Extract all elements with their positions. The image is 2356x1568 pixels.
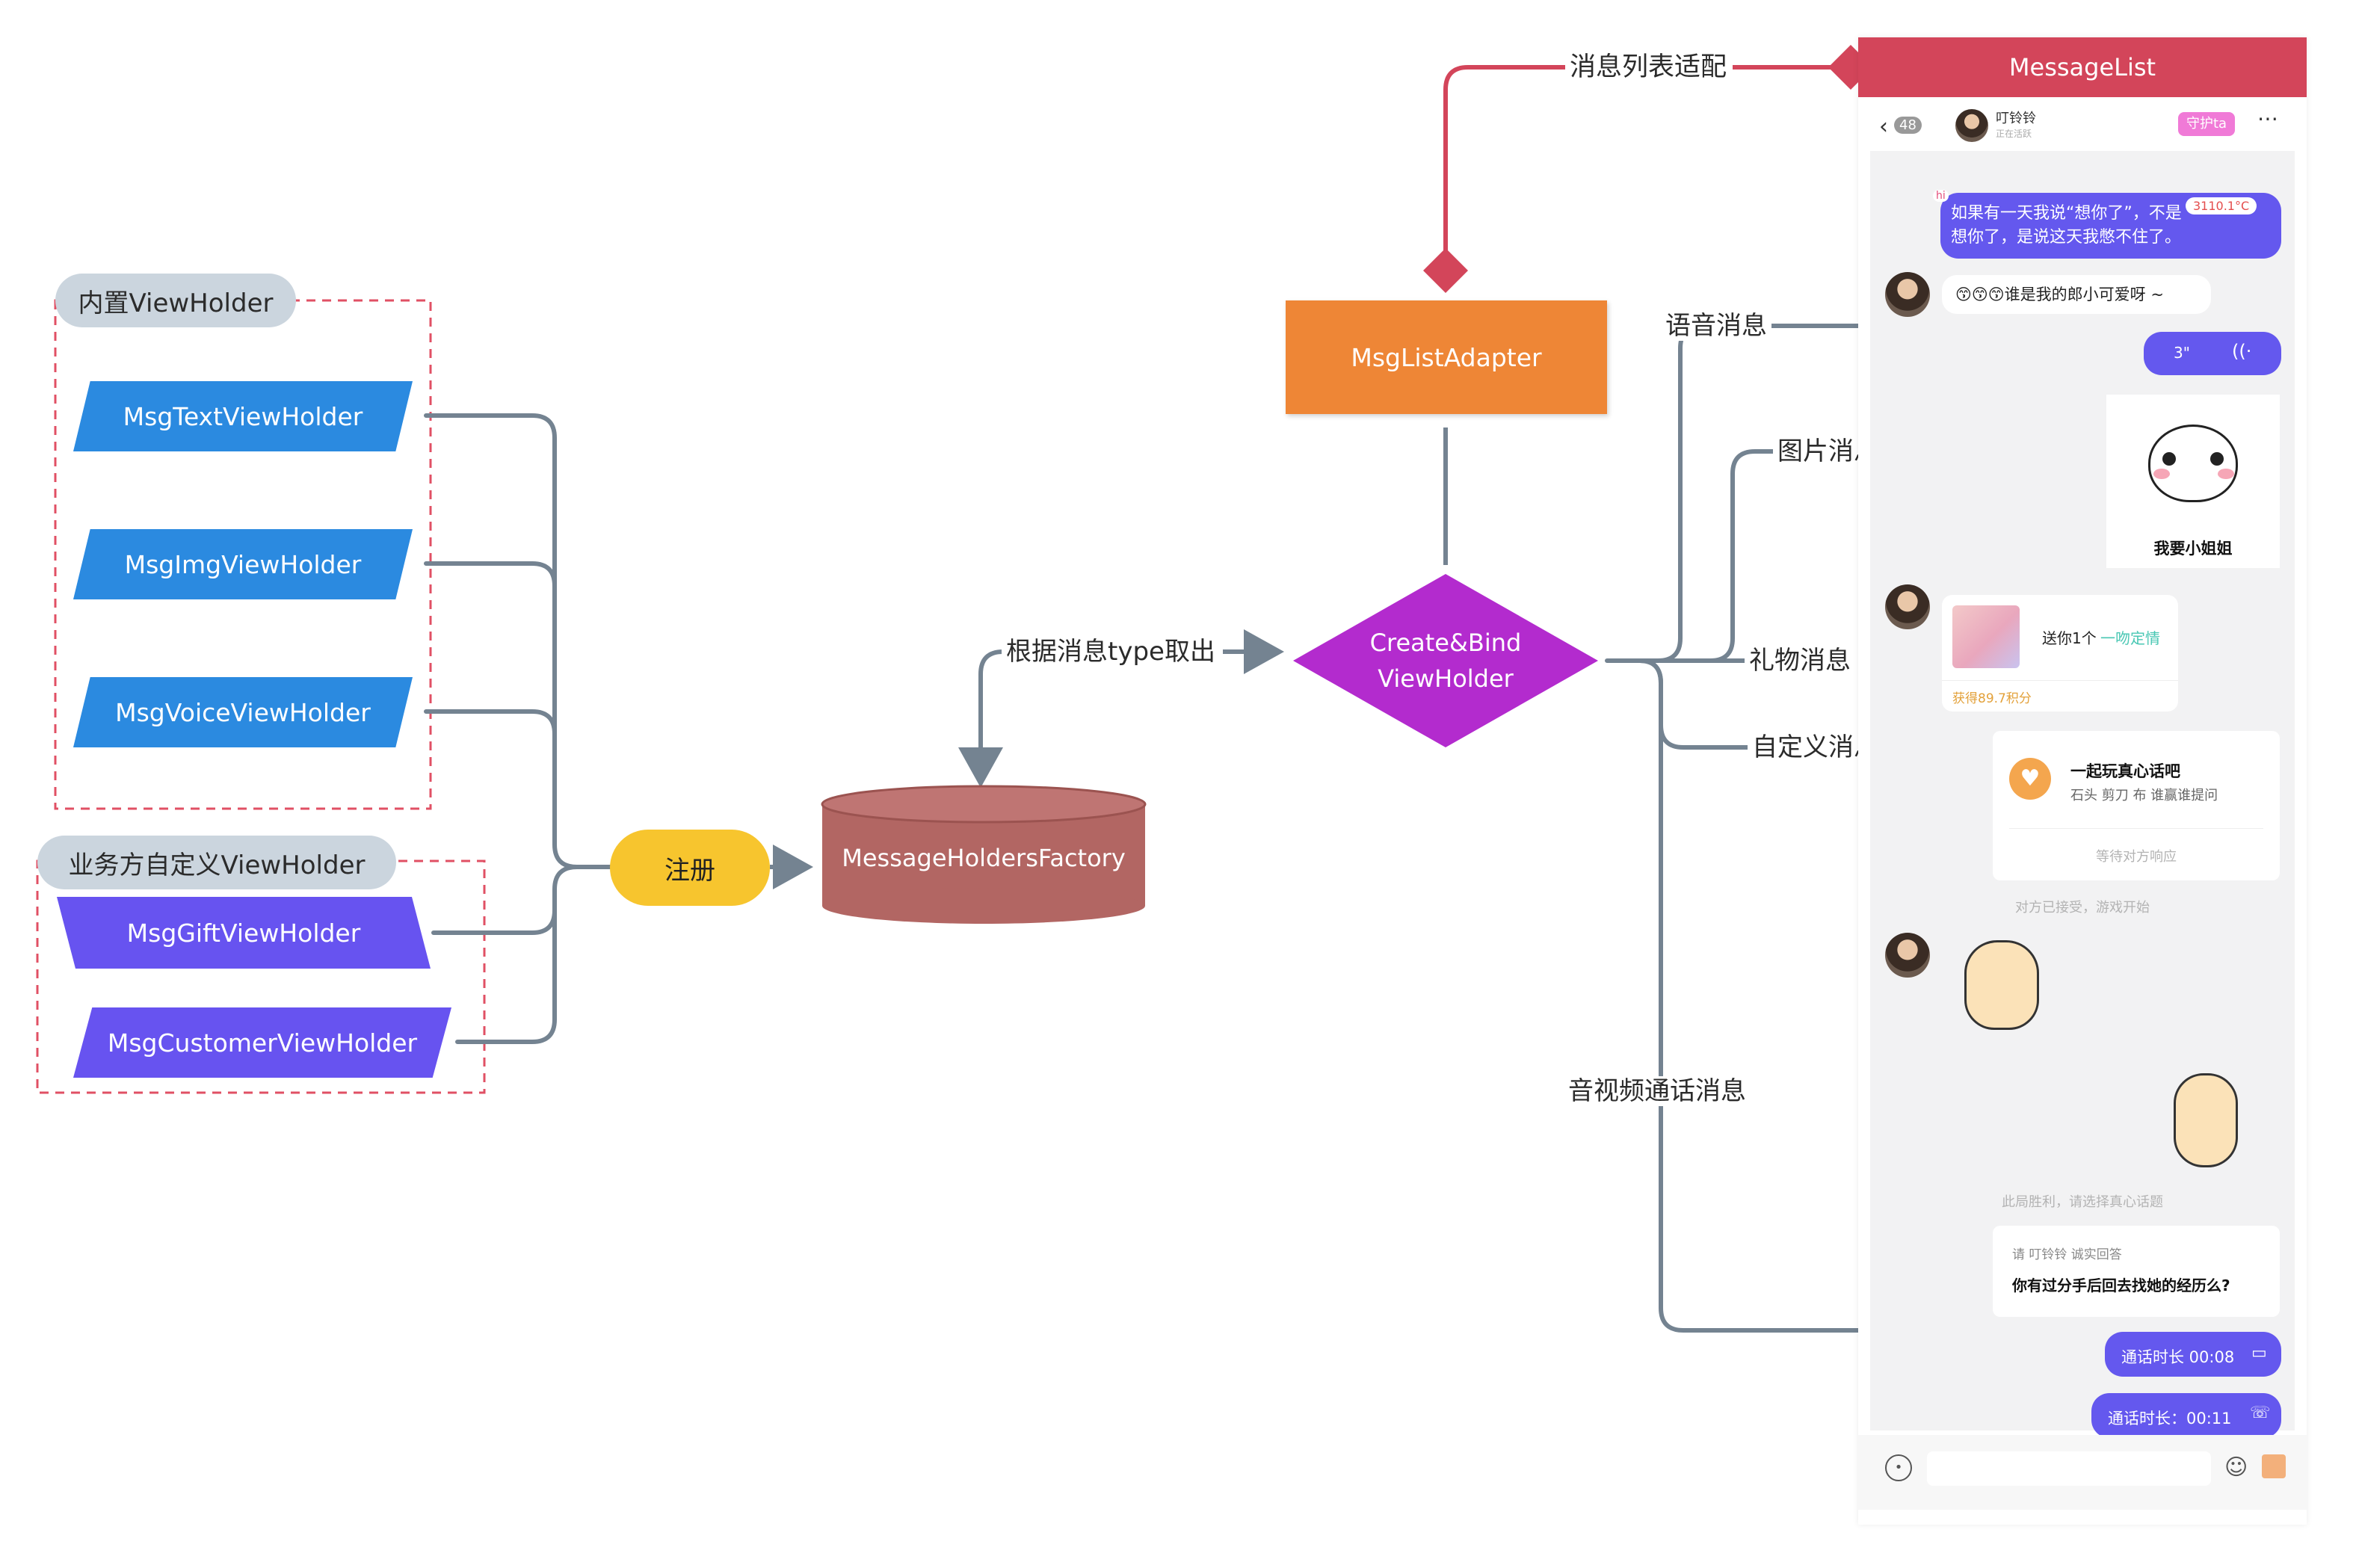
video-camera-icon: ▭ <box>2251 1344 2267 1362</box>
factory-cylinder <box>821 785 1147 924</box>
custom-group-label: 业务方自定义ViewHolder <box>37 836 396 889</box>
incoming-text-bubble: 😙😙😙谁是我的郎小可爱呀 ~ <box>1942 275 2211 314</box>
hand-palm-icon <box>1964 940 2039 1030</box>
phone-hangup-icon: ☏ <box>2250 1404 2271 1422</box>
builtin-group-label: 内置ViewHolder <box>55 274 296 327</box>
msg-img-viewholder: MsgImgViewHolder <box>73 529 413 599</box>
create-bind-label: Create&Bind ViewHolder <box>1330 625 1561 697</box>
chat-avatar[interactable] <box>1955 109 1988 142</box>
voice-call-bubble[interactable]: 通话时长：00:11 ☏ <box>2091 1393 2281 1438</box>
video-call-bubble[interactable]: 通话时长 00:08 ▭ <box>2105 1332 2281 1377</box>
msg-list-adapter: MsgListAdapter <box>1286 300 1607 414</box>
truth-question-card[interactable]: 请 叮铃铃 诚实回答 你有过分手后回去找她的经历么? <box>1993 1226 2280 1317</box>
msg-voice-viewholder: MsgVoiceViewHolder <box>73 677 413 747</box>
game-subtitle: 石头 剪刀 布 谁赢谁提问 <box>2070 788 2218 803</box>
game-title: 一起玩真心话吧 <box>2070 762 2180 780</box>
fetch-by-type-label: 根据消息type取出 <box>1002 637 1220 667</box>
incoming-avatar-3[interactable] <box>1885 933 1930 978</box>
truth-prompt: 请 叮铃铃 诚实回答 <box>2012 1247 2122 1262</box>
chat-area: 如果有一天我说“想你了”，不是 想你了，是说这天我憋不住了。 hi 3110.1… <box>1870 151 2295 1481</box>
gift-msg-label: 礼物消息 <box>1745 646 1855 676</box>
more-icon[interactable]: ⋯ <box>2257 106 2278 131</box>
incoming-avatar-2[interactable] <box>1885 584 1930 629</box>
msg-text-viewholder: MsgTextViewHolder <box>73 381 413 451</box>
sticker-caption: 我要小姐姐 <box>2153 540 2233 558</box>
create-bind-diamond <box>1293 574 1598 747</box>
gift-name: 一吻定情 <box>2100 629 2160 647</box>
register-node: 注册 <box>610 830 770 906</box>
truth-question: 你有过分手后回去找她的经历么? <box>2012 1277 2230 1294</box>
back-icon[interactable]: ‹ <box>1879 114 1888 140</box>
temperature-badge: 3110.1°C <box>2186 197 2257 214</box>
voice-msg-label: 语音消息 <box>1661 311 1771 341</box>
game-result-note: 此局胜利，请选择真心话题 <box>2002 1194 2163 1210</box>
game-waiting: 等待对方响应 <box>2096 849 2177 865</box>
incoming-avatar-1[interactable] <box>1885 272 1930 317</box>
msg-customer-viewholder: MsgCustomerViewHolder <box>73 1007 451 1078</box>
gift-text-prefix: 送你1个 <box>2042 629 2097 647</box>
builtin-group-border <box>54 299 432 810</box>
voice-duration: 3" <box>2174 344 2190 362</box>
outgoing-text-line1: 如果有一天我说“想你了”，不是 <box>1951 204 2182 223</box>
truth-game-card[interactable]: ♥ 一起玩真心话吧 石头 剪刀 布 谁赢谁提问 等待对方响应 <box>1993 731 2280 880</box>
mic-icon[interactable]: • <box>1885 1454 1912 1481</box>
chat-user-name: 叮铃铃 <box>1996 111 2036 126</box>
gift-points: 获得89.7积分 <box>1952 691 2032 706</box>
voice-bubble[interactable]: 3" ((· <box>2144 332 2281 375</box>
adapt-label: 消息列表适配 <box>1565 52 1732 82</box>
guard-button[interactable]: 守护ta <box>2178 112 2235 136</box>
outgoing-text-line2: 想你了，是说这天我憋不住了。 <box>1951 228 2182 247</box>
game-started-note: 对方已接受，游戏开始 <box>2015 900 2150 916</box>
adapt-connector <box>1423 65 1567 293</box>
create-bind-line1: Create&Bind <box>1369 629 1522 657</box>
call-msg-label: 音视频通话消息 <box>1564 1076 1751 1106</box>
sticker-image[interactable]: 我要小姐姐 <box>2106 395 2280 568</box>
gift-card[interactable]: 送你1个 一吻定情 获得89.7积分 <box>1942 595 2178 712</box>
message-list-phone: MessageList ‹ 48 叮铃铃 正在活跃 守护ta ⋯ 如果有一天我说… <box>1858 37 2307 1525</box>
chat-user-status: 正在活跃 <box>1996 129 2032 139</box>
create-bind-line2: ViewHolder <box>1378 664 1514 693</box>
voice-wave-icon: ((· <box>2232 341 2252 362</box>
gift-icon[interactable] <box>2262 1454 2286 1478</box>
hand-scissors-icon <box>2174 1073 2238 1167</box>
input-bar: • ☺ <box>1858 1435 2307 1510</box>
hi-badge: hi <box>1933 190 1949 202</box>
phone-title: MessageList <box>1858 37 2307 97</box>
holders-bus <box>424 413 614 1044</box>
gift-image <box>1952 605 2020 668</box>
chat-nav-bar: ‹ 48 叮铃铃 正在活跃 守护ta ⋯ <box>1858 100 2307 151</box>
unread-count-badge: 48 <box>1894 117 1922 134</box>
msg-gift-viewholder: MsgGiftViewHolder <box>57 897 431 969</box>
heart-icon: ♥ <box>2009 758 2051 800</box>
message-input[interactable] <box>1927 1451 2211 1486</box>
sticker-face-icon <box>2148 425 2238 502</box>
fetch-arrow-down <box>958 649 1004 788</box>
factory-label: MessageHoldersFactory <box>842 844 1126 872</box>
emoji-icon[interactable]: ☺ <box>2224 1454 2248 1481</box>
video-call-duration: 通话时长 00:08 <box>2121 1348 2235 1366</box>
voice-call-duration: 通话时长：00:11 <box>2108 1410 2232 1427</box>
